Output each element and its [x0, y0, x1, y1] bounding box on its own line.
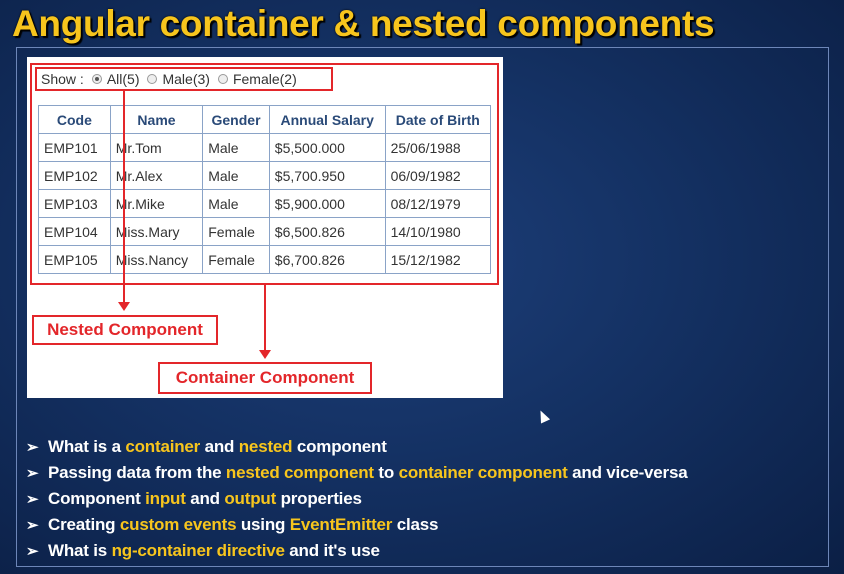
table-cell: $5,900.000 [268, 189, 386, 218]
highlighted-term: input [145, 489, 186, 508]
nested-component-outline: Show : All(5) Male(3) Female(2) [35, 67, 333, 91]
topic-text: to [373, 463, 399, 482]
highlighted-term: EventEmitter [289, 515, 393, 534]
column-header: Date of Birth [384, 105, 492, 134]
topic-text: and [200, 437, 239, 456]
topic-text: What is a [48, 437, 126, 456]
topic-text: Passing data from the [48, 463, 226, 482]
table-cell: EMP103 [38, 189, 111, 218]
topic-text: Creating [48, 515, 120, 534]
highlighted-term: ng-container directive [111, 541, 285, 560]
table-cell: EMP101 [38, 133, 111, 162]
topic-text: class [392, 515, 439, 534]
radio-0-icon[interactable] [91, 74, 102, 84]
table-cell: Male [202, 161, 270, 190]
column-header: Name [109, 105, 204, 134]
topic-text: properties [276, 489, 362, 508]
topic-text: What is [48, 541, 112, 560]
column-header: Gender [202, 105, 270, 134]
table-cell: Female [202, 245, 270, 274]
table-cell: $5,700.950 [268, 161, 386, 190]
container-component-outline [30, 63, 499, 285]
table-cell: 25/06/1988 [384, 133, 492, 162]
table-cell: $6,500.826 [268, 217, 386, 246]
arrow-bullet-icon: ➢ [26, 465, 39, 482]
radio-1-icon[interactable] [147, 74, 158, 84]
container-arrow-head [259, 350, 271, 359]
arrow-bullet-icon: ➢ [26, 491, 39, 508]
nested-arrow-line [123, 91, 125, 303]
container-component-label: Container Component [158, 362, 372, 394]
topic-item: ➢ What is ng-container directive and it's… [26, 538, 687, 564]
show-label: Show : [41, 71, 84, 87]
topic-item: ➢Passing data from the nested component … [26, 460, 688, 486]
highlighted-term: container [125, 437, 201, 456]
content-frame [16, 47, 829, 567]
arrow-bullet-icon: ➢ [26, 517, 39, 534]
table-cell: Male [202, 189, 270, 218]
topic-text: and vice-versa [567, 463, 688, 482]
column-header: Code [38, 105, 111, 134]
topic-text: Component [48, 489, 146, 508]
table-cell: $5,500.000 [268, 133, 386, 162]
topic-item: ➢ Component input and output properties [26, 486, 687, 512]
topic-text: using [236, 515, 290, 534]
radio-label[interactable]: Female(2) [232, 71, 297, 87]
table-cell: 14/10/1980 [384, 217, 492, 246]
topic-item: ➢ What is a container and nested componen… [26, 434, 687, 460]
table-cell: 08/12/1979 [384, 189, 492, 218]
table-cell: EMP102 [38, 161, 111, 190]
table-cell: Male [202, 133, 270, 162]
table-cell: EMP105 [38, 245, 111, 274]
radio-2-icon[interactable] [217, 74, 228, 84]
topic-item: ➢ Creating custom events using EventEmitt… [26, 512, 687, 538]
radio-label[interactable]: All(5) [106, 71, 140, 87]
table-cell: 15/12/1982 [384, 245, 492, 274]
topic-text: component [292, 437, 387, 456]
highlighted-term: container component [398, 463, 568, 482]
highlighted-term: custom events [119, 515, 237, 534]
table-cell: Female [202, 217, 270, 246]
radio-label[interactable]: Male(3) [162, 71, 210, 87]
highlighted-term: output [224, 489, 277, 508]
highlighted-term: nested [238, 437, 293, 456]
arrow-bullet-icon: ➢ [26, 543, 39, 560]
table-cell: EMP104 [38, 217, 111, 246]
table-cell: Miss.Nancy [109, 245, 204, 274]
arrow-bullet-icon: ➢ [26, 439, 39, 456]
table-cell: Mr.Alex [109, 161, 204, 190]
table-cell: 06/09/1982 [384, 161, 492, 190]
nested-arrow-head [118, 302, 130, 311]
topic-text: and it's use [284, 541, 380, 560]
nested-component-label: Nested Component [32, 315, 218, 345]
highlighted-term: nested component [225, 463, 374, 482]
topic-list: ➢ What is a container and nested componen… [26, 434, 688, 564]
slide-title: Angular container & nested components [12, 3, 715, 44]
topic-text: and [185, 489, 225, 508]
container-arrow-line [264, 285, 266, 351]
column-header: Annual Salary [268, 105, 386, 134]
table-cell: $6,700.826 [268, 245, 386, 274]
filter-radio-group: All(5) Male(3) Female(2) [84, 71, 297, 87]
